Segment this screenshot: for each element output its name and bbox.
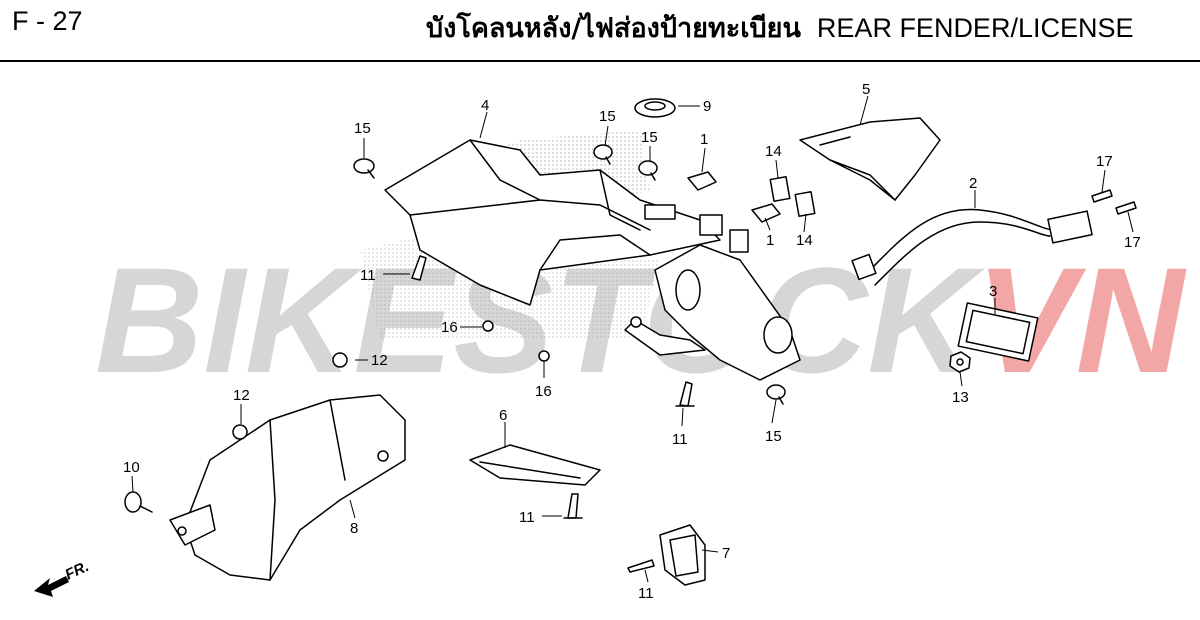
callout-4: 4	[481, 97, 489, 114]
part-3-reflector	[957, 302, 1039, 362]
callout-16-b: 16	[535, 383, 552, 400]
callout-12-lower: 12	[233, 387, 250, 404]
callout-7: 7	[722, 545, 730, 562]
part-2-wire-harness	[851, 208, 1093, 286]
title-english: REAR FENDER/LICENSE	[816, 13, 1134, 43]
callout-8: 8	[350, 520, 358, 537]
page-header: F - 27 บังโคลนหลัง/ไฟส่องป้ายทะเบียน REAR…	[0, 0, 1200, 62]
callout-17-lower: 17	[1124, 234, 1141, 251]
callout-15-mid2: 15	[641, 129, 658, 146]
callout-14-lower: 14	[796, 232, 813, 249]
callout-14-upper: 14	[765, 143, 782, 160]
part-11-screw-c	[563, 493, 583, 519]
part-13-nut	[949, 351, 971, 373]
front-label: FR.	[63, 558, 92, 584]
callout-2: 2	[969, 175, 977, 192]
part-12-bolt-upper	[332, 352, 348, 368]
part-16-screw-b	[538, 350, 550, 362]
callout-1-upper: 1	[700, 131, 708, 148]
callout-11-a: 11	[360, 267, 376, 284]
callout-1-lower: 1	[766, 232, 774, 249]
part-15-bolt-mid2	[638, 160, 658, 181]
part-5-rear-cover	[799, 117, 941, 201]
part-1-clip-upper	[687, 171, 717, 191]
callout-11-b: 11	[672, 431, 688, 448]
page-title: บังโคลนหลัง/ไฟส่องป้ายทะเบียน REAR FENDER…	[426, 6, 1134, 49]
part-14-nut-lower	[794, 191, 816, 217]
callout-16-a: 16	[441, 319, 458, 336]
callout-9: 9	[703, 98, 711, 115]
callout-15-left: 15	[354, 120, 371, 137]
callout-12-upper: 12	[371, 352, 388, 369]
part-15-bolt-lower	[766, 384, 786, 405]
front-arrow-icon	[34, 576, 69, 597]
part-1-clip-lower	[751, 203, 781, 223]
part-8-splash-guard	[169, 394, 406, 581]
part-12-bolt-lower	[232, 424, 248, 440]
callout-6: 6	[499, 407, 507, 424]
part-license-bracket	[624, 244, 801, 381]
part-6-cover-panel	[469, 444, 601, 486]
callout-15-mid: 15	[599, 108, 616, 125]
part-11-screw-b	[675, 381, 695, 407]
part-10-bolt	[124, 491, 153, 513]
parts-diagram: BIKESTOCKVN	[34, 81, 1187, 602]
front-direction-indicator: FR.	[34, 558, 92, 597]
callout-3: 3	[989, 283, 997, 300]
part-14-nut-upper	[769, 176, 791, 202]
part-15-bolt-left	[353, 158, 375, 179]
part-11-screw-d	[627, 559, 655, 573]
part-15-bolt-mid	[593, 144, 613, 165]
part-17-screw-a	[1091, 189, 1113, 203]
part-17-screw-b	[1115, 201, 1137, 215]
part-11-screw-a	[411, 255, 427, 281]
title-thai: บังโคลนหลัง/ไฟส่องป้ายทะเบียน	[426, 13, 801, 44]
part-9-grommet	[634, 98, 676, 118]
callout-15-lower: 15	[765, 428, 782, 445]
leader-lines	[131, 95, 1134, 583]
callout-labels: 4 5 9 15 15 15 1 14 2 17 1 14 17 11 3 16…	[123, 81, 1141, 602]
callout-17-upper: 17	[1096, 153, 1113, 170]
callout-5: 5	[862, 81, 870, 98]
callout-13: 13	[952, 389, 969, 406]
part-7-license-light	[659, 524, 706, 586]
callout-10: 10	[123, 459, 140, 476]
part-16-screw-a	[482, 320, 494, 332]
part-4-rear-fender-inner	[384, 139, 749, 306]
callout-11-c: 11	[519, 509, 535, 526]
callout-11-d: 11	[638, 585, 654, 602]
page-code: F - 27	[12, 6, 83, 36]
